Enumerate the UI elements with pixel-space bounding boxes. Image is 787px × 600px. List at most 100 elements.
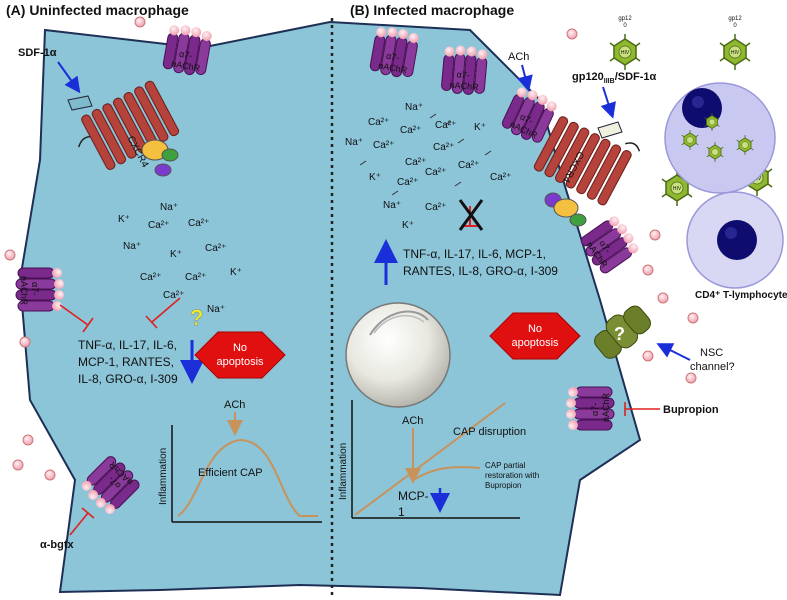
svg-text:HIV: HIV (731, 50, 740, 56)
panel-b-ach-molecules (566, 28, 699, 384)
svg-text:nAChR: nAChR (449, 80, 479, 93)
svg-text:K⁺: K⁺ (230, 267, 242, 278)
svg-text:K⁺: K⁺ (402, 220, 414, 231)
svg-text:Na⁺: Na⁺ (405, 102, 423, 113)
panel-a-ach-molecules (4, 16, 146, 481)
panel-b-virion-1: HIV gp12 0 (609, 16, 641, 71)
panel-a-cytokines-line-2: MCP-1, RANTES, (78, 355, 174, 369)
svg-text:Ca²⁺: Ca²⁺ (185, 272, 206, 283)
panel-b-gp120-label: gp120IIIB/SDF-1α (572, 71, 657, 85)
panel-b-ions: Na⁺ Ca²⁺ Ca²⁺ Na⁺ Ca²⁺ Ca²⁺ K⁺ Ca²⁺ Ca²⁺… (345, 102, 511, 231)
svg-text:α7-: α7- (178, 49, 193, 61)
panel-b-nachr-top-1: α7- nAChR (368, 24, 421, 80)
panel-b-bupropion-inhibition (624, 402, 660, 416)
svg-text:K⁺: K⁺ (474, 122, 486, 133)
svg-text:apoptosis: apoptosis (511, 337, 559, 349)
panel-b-cytokines-line-2: RANTES, IL-8, GRO-α, I-309 (403, 264, 558, 278)
panel-a-ach-label: ACh (224, 399, 245, 411)
panel-a-nachr-top: α7- nAChR (161, 22, 214, 78)
panel-b-bupropion-label: Bupropion (663, 404, 719, 416)
svg-text:No: No (528, 323, 542, 335)
svg-text:Na⁺: Na⁺ (123, 241, 141, 252)
panel-b-mcp1-line-2: 1 (398, 505, 405, 519)
svg-text:nAChR: nAChR (19, 276, 29, 306)
panel-b-cd4-label: CD4⁺ T-lymphocyte (695, 290, 787, 301)
panel-a-nachr-left: α7- nAChR (15, 267, 65, 312)
svg-text:gp12: gp12 (618, 16, 632, 22)
panel-b-nucleus (345, 302, 451, 408)
panel-b-mcp1-line-1: MCP- (398, 489, 429, 503)
panel-b-cap-disruption-line (354, 402, 506, 516)
panel-a-nachr-bottom: α7- nAChR (77, 452, 144, 519)
svg-text:K⁺: K⁺ (118, 214, 130, 225)
panel-b-cap-disruption-label: CAP disruption (453, 426, 526, 438)
panel-b-nachr-bottom-right: α7- nAChR (565, 386, 615, 431)
panel-a-no-apoptosis-hexagon: No apoptosis (194, 331, 286, 379)
panel-b-blocked-inhibition (458, 199, 484, 231)
panel-b-ion-ticks (359, 113, 492, 196)
panel-b-nsc-label-2: channel? (690, 361, 735, 373)
panel-a-ions: Na⁺ K⁺ Ca²⁺ Ca²⁺ Na⁺ K⁺ Ca²⁺ Ca²⁺ Ca²⁺ K… (118, 202, 242, 315)
svg-text:Ca²⁺: Ca²⁺ (205, 243, 226, 254)
svg-text:Na⁺: Na⁺ (383, 200, 401, 211)
panel-b-title: (B) Infected macrophage (350, 2, 514, 18)
svg-text:K⁺: K⁺ (170, 249, 182, 260)
panel-b-cap-partial-line-2: restoration with (485, 471, 539, 480)
svg-text:Ca²⁺: Ca²⁺ (433, 142, 454, 153)
panel-b-no-apoptosis-hexagon: No apoptosis (489, 312, 581, 360)
svg-text:0: 0 (623, 23, 627, 29)
svg-text:Ca²⁺: Ca²⁺ (435, 120, 456, 131)
panel-a-sdf-arrow (57, 61, 81, 94)
svg-text:HIV: HIV (673, 186, 682, 192)
panel-a-antagonist-inhibition (69, 507, 95, 536)
panel-b-cap-partial-line-3: Bupropion (485, 481, 521, 490)
panel-b-nsc-question: ? (614, 324, 625, 344)
panel-a-sdf-label: SDF-1α (18, 47, 57, 59)
panel-a-y-axis-label: Inflammation (158, 448, 169, 505)
panel-a-question-mark: ? (190, 305, 203, 330)
svg-text:Ca²⁺: Ca²⁺ (397, 177, 418, 188)
panel-b-ach-label: ACh (402, 415, 423, 427)
panel-a-cytokines-line-1: TNF-α, IL-17, IL-6, (78, 338, 177, 352)
svg-text:Ca²⁺: Ca²⁺ (140, 272, 161, 283)
svg-text:α7-: α7- (385, 51, 400, 63)
svg-text:apoptosis: apoptosis (216, 356, 264, 368)
svg-text:Na⁺: Na⁺ (207, 304, 225, 315)
panel-b-ligand-icon (597, 121, 623, 139)
panel-a-inhibition-ion (145, 297, 181, 329)
panel-b-ach-top-arrow (517, 64, 533, 92)
panel-b-ach-top-label: ACh (508, 51, 529, 63)
svg-text:0: 0 (733, 23, 737, 29)
macrophage-cell-body (18, 20, 642, 597)
panel-b-virion-2: HIV gp12 0 (719, 16, 751, 71)
svg-text:nAChR: nAChR (601, 392, 611, 422)
svg-text:HIV: HIV (621, 50, 630, 56)
svg-text:α7-: α7- (590, 403, 600, 416)
panel-b-nsc-label-1: NSC (700, 347, 723, 359)
panel-a-cap-label: Efficient CAP (198, 467, 263, 479)
panel-a-inhibition-receptor (59, 304, 94, 333)
panel-b-g-protein (544, 192, 587, 227)
panel-b-nachr-top-2: α7- nAChR (440, 43, 489, 97)
panel-b-nsc-channel (594, 305, 651, 359)
panel-b-gp120-arrow (600, 86, 616, 119)
panel-b-nsc-arrow (656, 343, 691, 361)
svg-text:Ca²⁺: Ca²⁺ (373, 140, 394, 151)
svg-text:Ca²⁺: Ca²⁺ (188, 218, 209, 229)
svg-text:Na⁺: Na⁺ (160, 202, 178, 213)
svg-text:α7-: α7- (456, 69, 470, 80)
panel-a-antagonist-label: α-bgtx (40, 539, 75, 551)
panel-b-lymphocyte (686, 191, 784, 289)
panel-b-cytokines-line-1: TNF-α, IL-17, IL-6, MCP-1, (403, 247, 546, 261)
svg-text:Na⁺: Na⁺ (345, 137, 363, 148)
panel-a-g-protein (141, 139, 179, 177)
panel-b-cap-partial-curve (412, 466, 481, 481)
panel-a-title: (A) Uninfected macrophage (6, 2, 189, 18)
panel-a-cxcr4-receptor: CXCR4 (78, 80, 180, 170)
panel-b-lymphocyte-infected (664, 82, 776, 194)
svg-text:Ca²⁺: Ca²⁺ (458, 160, 479, 171)
panel-a-cap-curve (177, 438, 318, 517)
svg-text:No: No (233, 342, 247, 354)
svg-text:Ca²⁺: Ca²⁺ (490, 172, 511, 183)
